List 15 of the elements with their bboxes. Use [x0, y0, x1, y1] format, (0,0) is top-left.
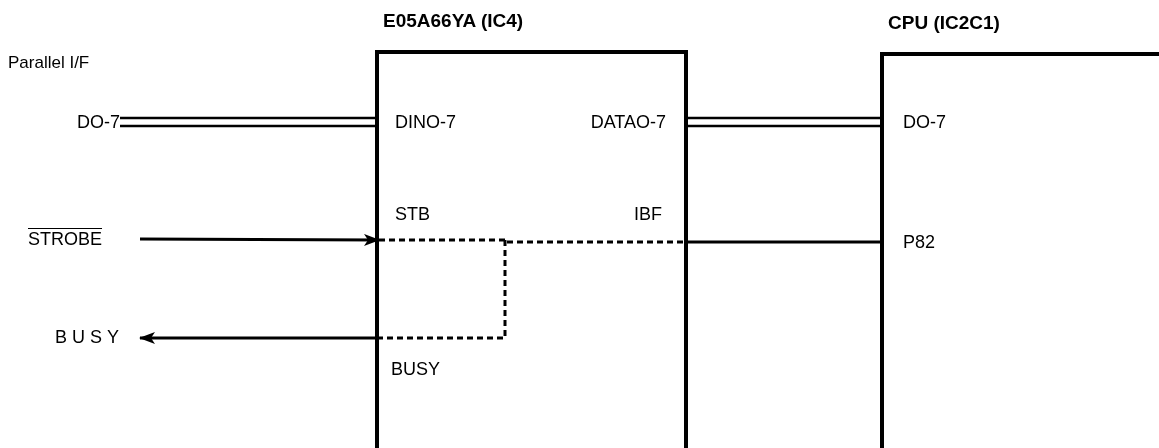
signal-name: DO-7: [58, 111, 120, 133]
pin-name: DATAO-7: [535, 111, 684, 133]
signal-name: STROBE: [28, 226, 140, 252]
ic-title: CPU (IC2C1): [888, 11, 1000, 35]
ic-title: E05A66YA (IC4): [383, 9, 524, 33]
pin-name: P82: [884, 231, 984, 253]
interface-label: Parallel I/F: [8, 52, 90, 74]
pin-name: IBF: [505, 203, 684, 242]
pin-name: BUSY: [379, 338, 505, 380]
signal-line: [379, 240, 507, 340]
signal-name: BUSY: [55, 326, 140, 350]
pin-name: DINO-7: [379, 111, 499, 133]
pin-name: DO-7: [884, 111, 984, 133]
pin-name: STB: [379, 203, 505, 240]
signal-line: [379, 238, 684, 244]
